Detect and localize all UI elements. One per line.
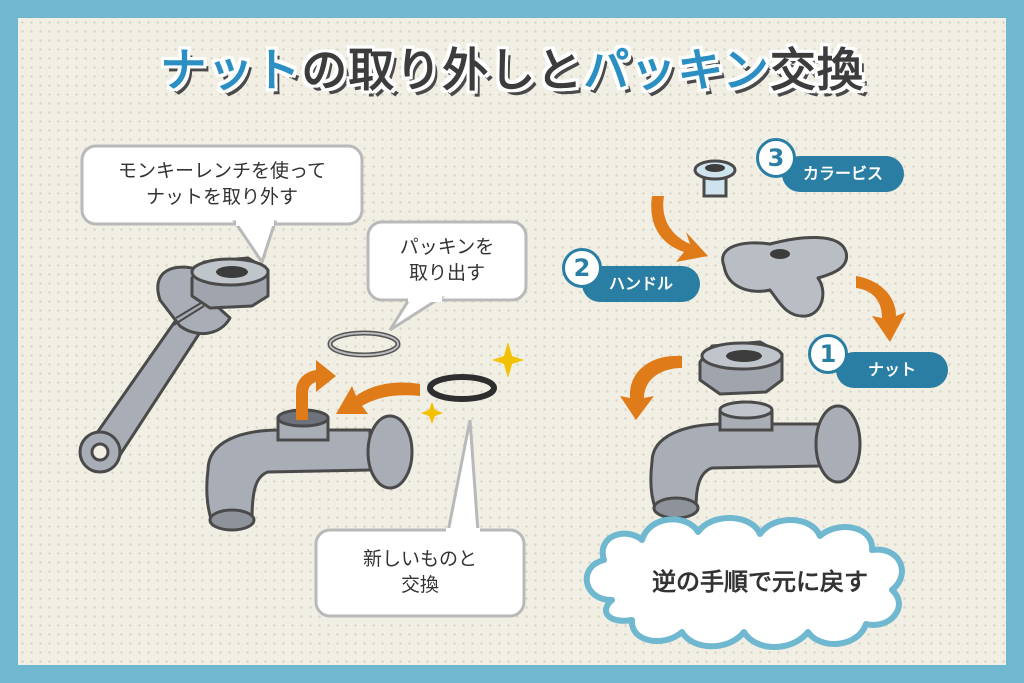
new-part-bubble — [314, 419, 526, 618]
nut-right — [698, 340, 784, 396]
title-part-nut: ナット — [160, 43, 302, 97]
wrench-bubble — [80, 144, 364, 266]
title-part-removal: の取り外しと — [301, 43, 584, 97]
handle — [721, 236, 849, 318]
new-part-bubble-text: 新しいものと 交換 — [316, 546, 524, 598]
step-number-3: 3 — [756, 138, 796, 178]
step-label-collar-screw: カラービス — [782, 156, 904, 192]
step-label-nut: ナット — [836, 352, 948, 388]
step-number-2: 2 — [562, 248, 602, 288]
page-title: ナットの取り外しとパッキン交換 — [0, 34, 1024, 100]
wrench-bubble-text: モンキーレンチを使って ナットを取り外す — [82, 158, 362, 210]
packing-bubble — [366, 220, 528, 332]
packing-bubble-line2: 取り出す — [408, 262, 485, 284]
faucet-right — [649, 400, 862, 520]
wrench-bubble-line1: モンキーレンチを使って — [117, 160, 327, 182]
packing-old — [327, 330, 401, 358]
arrows-right — [620, 196, 906, 420]
collar-screw — [693, 159, 737, 198]
packing-new — [427, 374, 497, 402]
faucet-left — [205, 408, 414, 532]
new-part-bubble-line1: 新しいものと — [362, 548, 477, 570]
packing-bubble-text: パッキンを 取り出す — [368, 234, 526, 286]
step-number-1: 1 — [808, 334, 848, 374]
arrows-left — [296, 360, 420, 420]
wrench-bubble-line2: ナットを取り外す — [145, 186, 298, 208]
title-part-exchange: 交換 — [769, 43, 864, 97]
step-label-handle: ハンドル — [582, 266, 700, 302]
cloud-text: 逆の手順で元に戻す — [652, 568, 868, 596]
monkey-wrench — [78, 265, 232, 474]
new-part-bubble-line2: 交換 — [400, 574, 439, 596]
nut-left — [190, 256, 270, 310]
cloud-shape — [583, 515, 905, 650]
sparkle-icons — [421, 342, 524, 424]
packing-bubble-line1: パッキンを — [399, 236, 495, 258]
title-part-packing: パッキン — [583, 43, 770, 97]
